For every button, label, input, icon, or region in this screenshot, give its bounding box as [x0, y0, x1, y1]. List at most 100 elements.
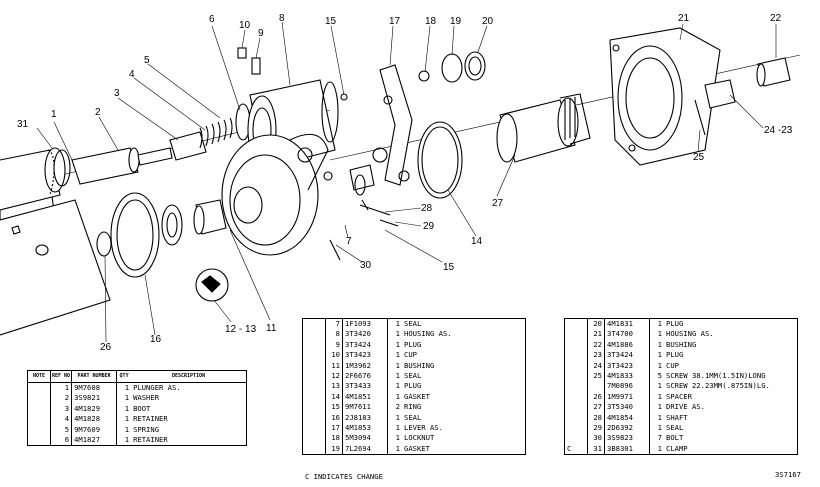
callout-26: 26: [100, 342, 112, 353]
cell-qty: 1: [124, 435, 130, 445]
cell-part: 3T3424: [342, 339, 388, 351]
plunger: [71, 147, 139, 185]
cell-desc: CUP: [666, 360, 679, 370]
cell-ref: 21: [587, 329, 605, 340]
lever-assembly: [349, 64, 413, 196]
cell-ref: [587, 381, 605, 392]
cell-part: 3T3420: [342, 329, 388, 340]
cell-ref: 18: [325, 433, 343, 444]
cell-ref: 12: [325, 371, 343, 382]
cell-note: [564, 391, 588, 403]
cell-desc: SEAL: [404, 371, 422, 381]
cell-note: [302, 412, 326, 424]
cell-ref: 30: [587, 433, 605, 444]
cell-note: [564, 423, 588, 434]
callout-5: 5: [144, 55, 150, 66]
cell-desc: HOUSING AS.: [404, 329, 452, 339]
cell-qty: 1: [124, 383, 130, 392]
cell-desc: SEAL: [404, 319, 422, 328]
cell-desc: RING: [404, 402, 422, 412]
callout-17: 17: [389, 16, 401, 27]
cell-part: 3B8301: [604, 443, 650, 455]
cell-part: 3S9821: [71, 393, 118, 404]
cell-part: 3T3424: [604, 350, 650, 361]
callout-14: 14: [471, 236, 483, 247]
cell-part: 4M1831: [604, 318, 650, 330]
cell-note: [27, 414, 51, 425]
cell-desc: PLUG: [666, 350, 684, 360]
housing-assembly: [221, 79, 339, 256]
cell-part: 4M1828: [71, 414, 118, 425]
cell-part: 2D6392: [604, 423, 650, 434]
callout-19: 19: [450, 16, 462, 27]
cell-part: 2J8183: [342, 412, 388, 424]
cell-ref: 16: [325, 412, 343, 424]
cell-desc: GASKET: [404, 391, 430, 401]
cell-ref: 15: [325, 402, 343, 413]
cell-part: 4M1886: [604, 339, 650, 351]
cell-note: [564, 412, 588, 424]
cell-desc: BOOT: [133, 403, 151, 413]
cell-note: [302, 443, 326, 455]
cell-note: [302, 391, 326, 403]
cell-desc: BOLT: [666, 433, 684, 443]
nose-housing: [609, 27, 736, 166]
cell-ref: 11: [325, 360, 343, 372]
cell-note: [564, 371, 588, 382]
cell-part: 1M3962: [342, 360, 388, 372]
callout-28: 28: [421, 203, 433, 214]
cell-desc: DRIVE AS.: [666, 402, 705, 412]
cell-desc: RETAINER: [133, 435, 168, 445]
callout-18: 18: [425, 16, 437, 27]
cell-qty: 1: [657, 412, 662, 422]
callout-15b: 15: [443, 262, 455, 273]
cell-part: 4M1854: [604, 412, 650, 424]
cell-ref: 17: [325, 423, 343, 434]
cell-note: [564, 350, 588, 361]
cell-part: 4M1851: [342, 391, 388, 403]
cell-qty: 1: [395, 381, 400, 391]
cell-qty: 1: [395, 371, 400, 381]
cell-desc: SHAFT: [666, 412, 688, 422]
cell-desc: BUSHING: [404, 360, 435, 370]
cell-note: [564, 433, 588, 444]
cell-part: 9M7608: [71, 382, 118, 394]
callout-4: 4: [129, 69, 135, 80]
cell-desc: SPACER: [666, 391, 692, 401]
cell-ref: 23: [587, 350, 605, 361]
cell-part: 5M3094: [342, 433, 388, 444]
cell-ref: 7: [325, 318, 343, 330]
cell-note: [27, 424, 51, 436]
cell-note: [564, 381, 588, 392]
cell-qty: 1: [124, 424, 130, 434]
callout-11: 11: [266, 323, 277, 334]
cell-part: 3T3423: [604, 360, 650, 372]
cell-note: [27, 403, 51, 415]
cell-ref: 24: [587, 360, 605, 372]
cell-qty: 1: [657, 319, 662, 328]
cell-note: [564, 360, 588, 372]
cell-desc: WASHER: [133, 393, 160, 403]
cell-ref: 27: [587, 402, 605, 413]
cell-ref: 3: [50, 403, 73, 415]
cell-qty: 2: [395, 402, 400, 412]
cell-qty: 1: [124, 403, 130, 413]
cell-qty: 1: [395, 433, 400, 443]
cell-desc: PLUG: [404, 381, 422, 391]
cell-qty: 1: [395, 443, 400, 453]
cell-qty: 1: [395, 412, 400, 422]
